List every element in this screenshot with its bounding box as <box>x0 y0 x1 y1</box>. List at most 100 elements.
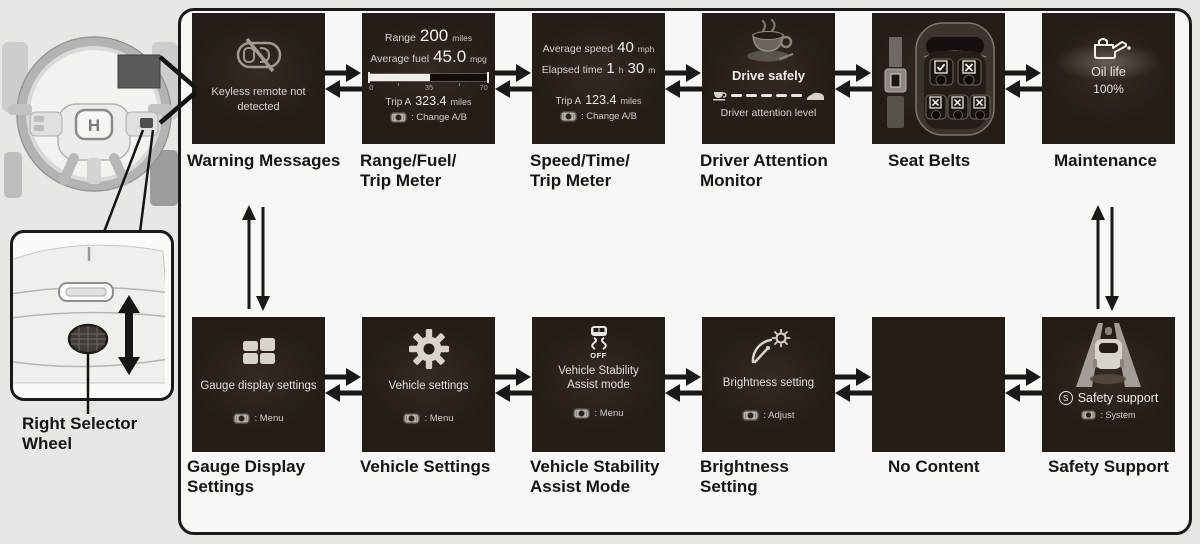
label-line: Range/Fuel/ <box>360 151 457 170</box>
screen-label-vehicle-settings: Vehicle Settings <box>360 457 490 477</box>
vsa-off-icon <box>590 326 607 350</box>
vertical-swap-arrows-icon <box>1091 205 1119 311</box>
label-line: Seat Belts <box>888 151 971 170</box>
keyless-remote-icon <box>236 37 281 73</box>
elapsed-time-label: Elapsed time <box>541 64 603 76</box>
label-line: Brightness <box>700 457 789 476</box>
oil-can-icon <box>1093 38 1131 59</box>
average-speed-unit: mph <box>637 44 655 54</box>
trip-value: 123.4 <box>585 93 617 107</box>
screen-label-warning-messages: Warning Messages <box>187 151 340 171</box>
drive-safely-text: Drive safely <box>732 68 805 83</box>
trip-unit: miles <box>620 96 642 106</box>
screen-label-safety-support: Safety Support <box>1048 457 1169 477</box>
selector-wheel-button-icon <box>403 413 421 425</box>
car-mini-icon <box>806 92 824 100</box>
oil-life-label: Oil life <box>1091 65 1126 79</box>
range-label: Range <box>384 32 416 44</box>
swap-arrows-icon <box>324 64 362 98</box>
elapsed-hours: 1 <box>606 60 615 77</box>
lower-center-spoke <box>87 158 101 184</box>
upper-button-inset <box>65 287 107 297</box>
screen-label-range-fuel: Range/Fuel/ Trip Meter <box>360 151 456 191</box>
trip-value: 323.4 <box>415 94 447 108</box>
label-line: Warning Messages <box>187 151 341 170</box>
up-down-arrow-icon <box>118 295 140 375</box>
label-line: Setting <box>700 477 758 496</box>
coffee-cup-mini-icon <box>712 92 727 101</box>
range-unit: miles <box>452 33 473 43</box>
selector-wheel-button-icon <box>1081 410 1097 420</box>
swap-arrows-icon <box>664 64 702 98</box>
selector-wheel-button-icon <box>560 111 577 122</box>
swap-arrows-icon <box>834 64 872 98</box>
screen-label-no-content: No Content <box>888 457 980 477</box>
seat-front-left <box>929 58 954 86</box>
menu-hint: : Menu <box>424 413 454 425</box>
swap-arrows-icon <box>494 64 532 98</box>
label-line: Trip Meter <box>360 171 442 190</box>
vsa-text-line: Vehicle Stability <box>558 365 639 377</box>
screen-maintenance: Oil life 100% <box>1042 13 1175 144</box>
attention-level-bar <box>702 90 835 101</box>
swap-arrows-icon <box>834 368 872 402</box>
selector-wheel-button-icon <box>233 413 251 425</box>
oil-glow-band <box>1042 31 1175 93</box>
elapsed-minutes-unit: m <box>648 65 656 75</box>
selector-wheel-button-icon <box>390 112 407 123</box>
label-line: Monitor <box>700 171 763 190</box>
swap-arrows-icon <box>1004 368 1042 402</box>
label-line: Trip Meter <box>530 171 612 190</box>
screens-frame <box>178 8 1192 535</box>
selector-wheel-texture <box>71 326 106 352</box>
seat-front-right <box>957 58 982 86</box>
change-ab-hint: : Change A/B <box>581 111 637 122</box>
honda-logo: H <box>88 116 100 135</box>
label-line: Vehicle Settings <box>360 457 491 476</box>
menu-hint: : Menu <box>254 413 284 425</box>
car-top-view-icon <box>915 22 995 136</box>
label-line: No Content <box>888 457 980 476</box>
label-line: Driver Attention <box>700 151 828 170</box>
elapsed-minutes: 30 <box>627 60 645 77</box>
average-speed-value: 40 <box>617 39 634 56</box>
screen-label-maintenance: Maintenance <box>1054 151 1157 171</box>
swap-arrows-icon <box>324 368 362 402</box>
instrument-display-area <box>117 54 161 89</box>
swap-arrows-icon <box>494 368 532 402</box>
screen-safety-support: S Safety support : System <box>1042 317 1175 452</box>
gauge-tiles-icon <box>242 338 275 364</box>
selector-wheel-button-icon <box>573 407 591 419</box>
vehicle-settings-text: Vehicle settings <box>388 380 469 392</box>
selector-wheel-closeup <box>13 244 171 384</box>
change-ab-hint: : Change A/B <box>411 112 467 123</box>
screen-warning-messages: Keyless remote not detected <box>192 13 325 144</box>
range-value: 200 <box>419 26 449 45</box>
seat-rear-left <box>925 94 947 120</box>
label-line: Vehicle Stability <box>530 457 660 476</box>
menu-hint: : Menu <box>594 407 624 419</box>
left-spoke-buttons <box>29 111 63 137</box>
label-line: Maintenance <box>1054 151 1157 170</box>
brightness-setting-text: Brightness setting <box>722 377 815 389</box>
swap-arrows-icon <box>664 368 702 402</box>
label-line: Right Selector <box>22 414 138 433</box>
screen-label-speed-time: Speed/Time/ Trip Meter <box>530 151 630 191</box>
left-button <box>34 125 44 131</box>
gauge-display-settings-text: Gauge display settings <box>200 380 317 392</box>
label-line: Wheel <box>22 434 73 453</box>
adjust-hint: : Adjust <box>763 410 795 422</box>
trip-unit: miles <box>450 97 472 107</box>
tick-70: 70 <box>479 83 488 92</box>
tick-0: 0 <box>369 83 374 92</box>
fuel-gauge: 0 35 70 <box>368 72 489 92</box>
system-hint: : System <box>1100 410 1136 420</box>
screen-driver-attention: Drive safely Driver attention level <box>702 13 835 144</box>
screen-vsa-mode: OFF Vehicle Stability Assist mode : Menu <box>532 317 665 452</box>
vsa-off-text: OFF <box>590 351 607 360</box>
screen-brightness-setting: Brightness setting : Adjust <box>702 317 835 452</box>
label-line: Settings <box>187 477 255 496</box>
screen-range-fuel-trip: Range 200 miles Average fuel 45.0 mpg 0 … <box>362 13 495 144</box>
fuel-gauge-ticks: 0 35 70 <box>368 82 489 92</box>
